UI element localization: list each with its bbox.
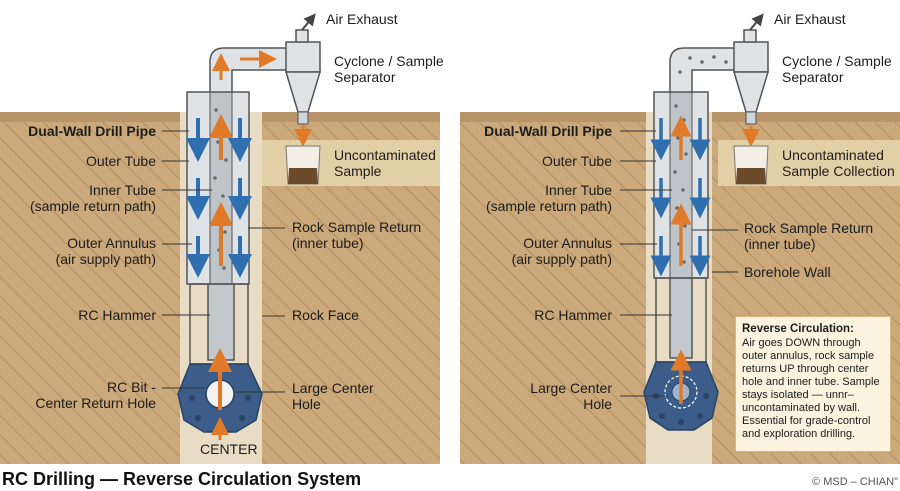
note-line-6: uncontaminated by wall. [742, 402, 860, 414]
right-outer-annulus-label-2: (air supply path) [512, 251, 612, 267]
right-large-center-label-2: Hole [583, 396, 612, 412]
copyright-text: © MSD – CHIAN" [812, 476, 898, 488]
note-line-8: and exploration drilling. [742, 428, 855, 440]
right-inner-tube-label-2: (sample return path) [486, 198, 612, 214]
left-large-center-label-2: Hole [292, 396, 321, 412]
right-gooseneck-particles [678, 55, 728, 74]
right-rock-sample-label-2: (inner tube) [744, 236, 816, 252]
right-outer-tube-label: Outer Tube [542, 153, 612, 169]
diagram-caption: RC Drilling — Reverse Circulation System [2, 469, 361, 489]
left-panel: Air Exhaust Cyclone / Sample Separator U… [0, 11, 444, 464]
left-rc-bit-label-1: RC Bit - [107, 379, 156, 395]
left-cyclone [284, 29, 322, 125]
note-line-5: stays isolated — unnr– [742, 389, 855, 401]
right-cyclone-label-1: Cyclone / Sample [782, 53, 892, 69]
right-air-arrows [650, 118, 711, 277]
left-sample-label-1: Uncontaminated [334, 147, 436, 163]
right-rc-hammer-label: RC Hammer [534, 307, 612, 323]
right-dual-wall-label: Dual-Wall Drill Pipe [484, 123, 612, 139]
right-panel: Air Exhaust Cyclone / Sample Separator U… [460, 11, 900, 464]
left-rock-sample-label-2: (inner tube) [292, 235, 364, 251]
left-outer-tube-label: Outer Tube [86, 153, 156, 169]
left-rc-hammer [207, 283, 235, 361]
left-sample-label-2: Sample [334, 163, 382, 179]
right-sample-label-1: Uncontaminated [782, 147, 884, 163]
left-cyclone-label-1: Cyclone / Sample [334, 53, 444, 69]
note-title: Reverse Circulation: [742, 323, 854, 335]
right-air-exhaust-arrow [749, 13, 764, 31]
left-outer-annulus-label-1: Outer Annulus [67, 235, 156, 251]
left-large-center-label-1: Large Center [292, 380, 374, 396]
right-rock-sample-label-1: Rock Sample Return [744, 220, 873, 236]
left-sample-bag [285, 145, 321, 185]
right-sample-label-2: Sample Collection [782, 163, 895, 179]
left-outer-annulus-label-2: (air supply path) [56, 251, 156, 267]
right-rc-hammer [669, 277, 693, 359]
right-inner-tube-label-1: Inner Tube [545, 182, 612, 198]
note-line-1: Air goes DOWN through [742, 337, 861, 349]
note-box: Reverse Circulation: Air goes DOWN throu… [734, 315, 892, 453]
right-gooseneck [669, 47, 737, 93]
left-air-arrows [186, 118, 252, 278]
left-leaders [162, 130, 285, 393]
left-air-exhaust-arrow [301, 13, 316, 31]
left-rock-face-label: Rock Face [292, 307, 359, 323]
left-inner-tube-label-2: (sample return path) [30, 198, 156, 214]
note-line-7: Essential for grade-control [742, 415, 870, 427]
right-cyclone [732, 29, 770, 125]
left-rc-bit-label-2: Center Return Hole [35, 395, 156, 411]
right-outer-annulus-label-1: Outer Annulus [523, 235, 612, 251]
right-leaders [620, 130, 738, 397]
note-line-2: outer annulus, rock sample [742, 350, 874, 362]
left-dual-wall-label: Dual-Wall Drill Pipe [28, 123, 156, 139]
left-center-label: CENTER [200, 441, 258, 457]
note-line-3: returns UP through center [742, 363, 869, 375]
right-sample-bag [733, 145, 769, 185]
right-borehole-wall-label: Borehole Wall [744, 264, 831, 280]
note-line-4: hole and inner tube. Sample [742, 376, 880, 388]
right-cyclone-label-2: Separator [782, 69, 844, 85]
left-rock-sample-label-1: Rock Sample Return [292, 219, 421, 235]
left-air-exhaust-label: Air Exhaust [326, 11, 398, 27]
left-inner-tube-label-1: Inner Tube [89, 182, 156, 198]
left-rc-hammer-label: RC Hammer [78, 307, 156, 323]
right-air-exhaust-label: Air Exhaust [774, 11, 846, 27]
right-large-center-label-1: Large Center [530, 380, 612, 396]
left-cyclone-label-2: Separator [334, 69, 396, 85]
